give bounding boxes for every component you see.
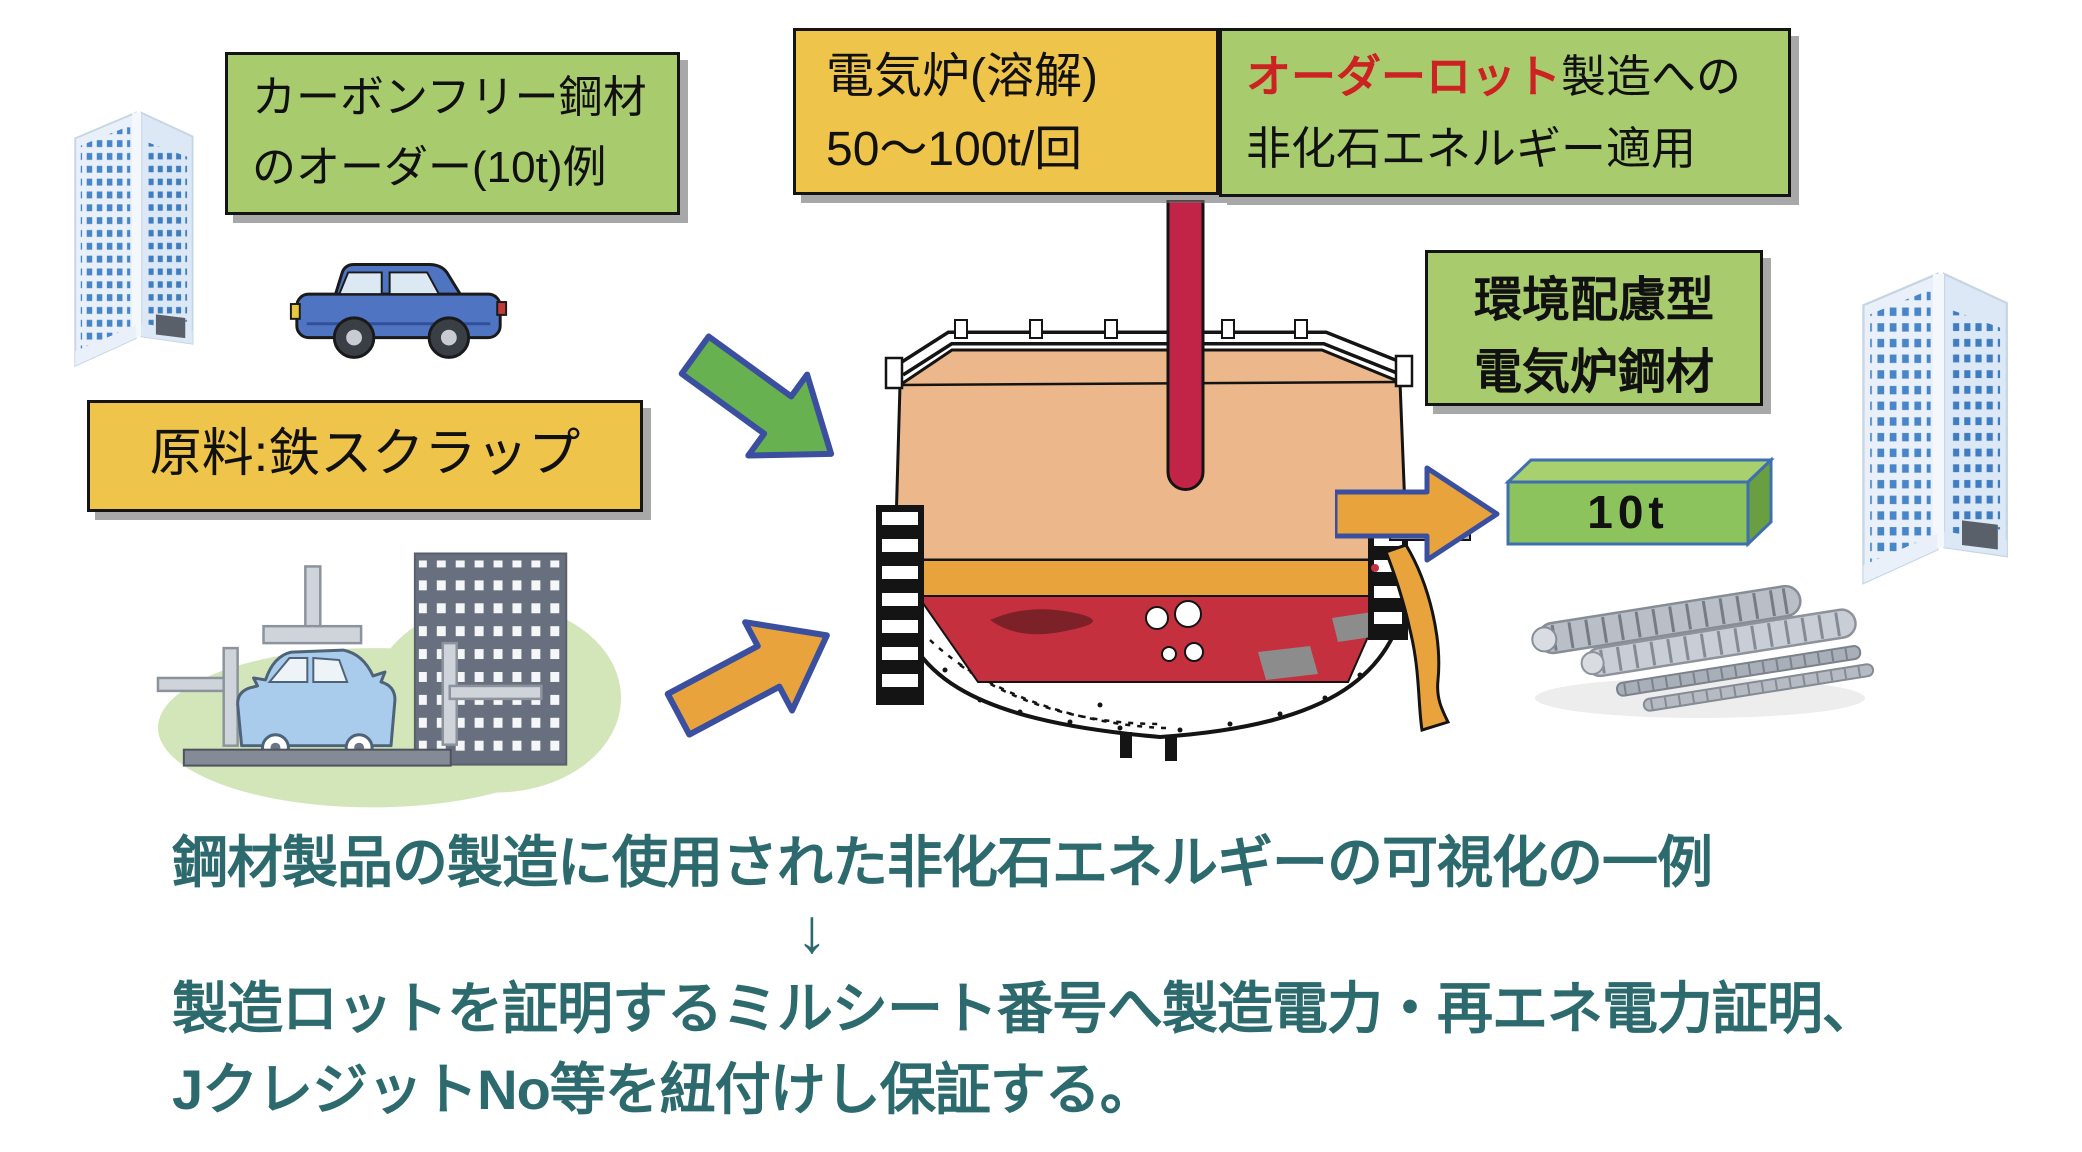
nonfossil-rest-text: 製造への 非化石エネルギー適用: [1246, 51, 1742, 174]
scrap-press-icon: [156, 552, 622, 808]
electric-furnace-illustration: [876, 200, 1471, 761]
roof-ports: [954, 319, 1308, 339]
nonfossil-energy-box: オーダーロット製造への 非化石エネルギー適用: [1219, 28, 1791, 197]
orange-arrow-icon: [664, 619, 830, 738]
eco-steel-box: 環境配慮型 電気炉鋼材: [1425, 250, 1763, 406]
caption-line1: 鋼材製品の製造に使用された非化石エネルギーの可視化の一例: [172, 831, 1713, 894]
output-arrow-icon: [1335, 465, 1500, 563]
order-example-box: カーボンフリー鋼材 のオーダー(10t)例: [225, 52, 680, 215]
office-building-icon: [74, 111, 194, 368]
furnace-capacity-box: 電気炉(溶解) 50〜100t/回: [793, 28, 1219, 195]
pour-stream: [1384, 543, 1451, 732]
caption-rest: 製造ロットを証明するミルシート番号へ製造電力・再エネ電力証明、 JクレジットNo…: [172, 977, 1878, 1122]
down-arrow: ↓: [796, 897, 828, 966]
office-building-icon: [1862, 272, 2008, 585]
left-ladder-rungs: [882, 512, 918, 687]
car-icon: [289, 263, 508, 359]
green-arrow-icon: [678, 333, 835, 459]
rebar-icon: [1531, 584, 1875, 718]
order-lot-highlight: オーダーロット: [1246, 51, 1562, 102]
ingot-label: 10t: [1587, 486, 1668, 538]
steel-ingot-10t: 10t: [1504, 456, 1775, 548]
raw-material-box: 原料:鉄スクラップ: [87, 400, 643, 512]
electrode: [1166, 200, 1205, 491]
